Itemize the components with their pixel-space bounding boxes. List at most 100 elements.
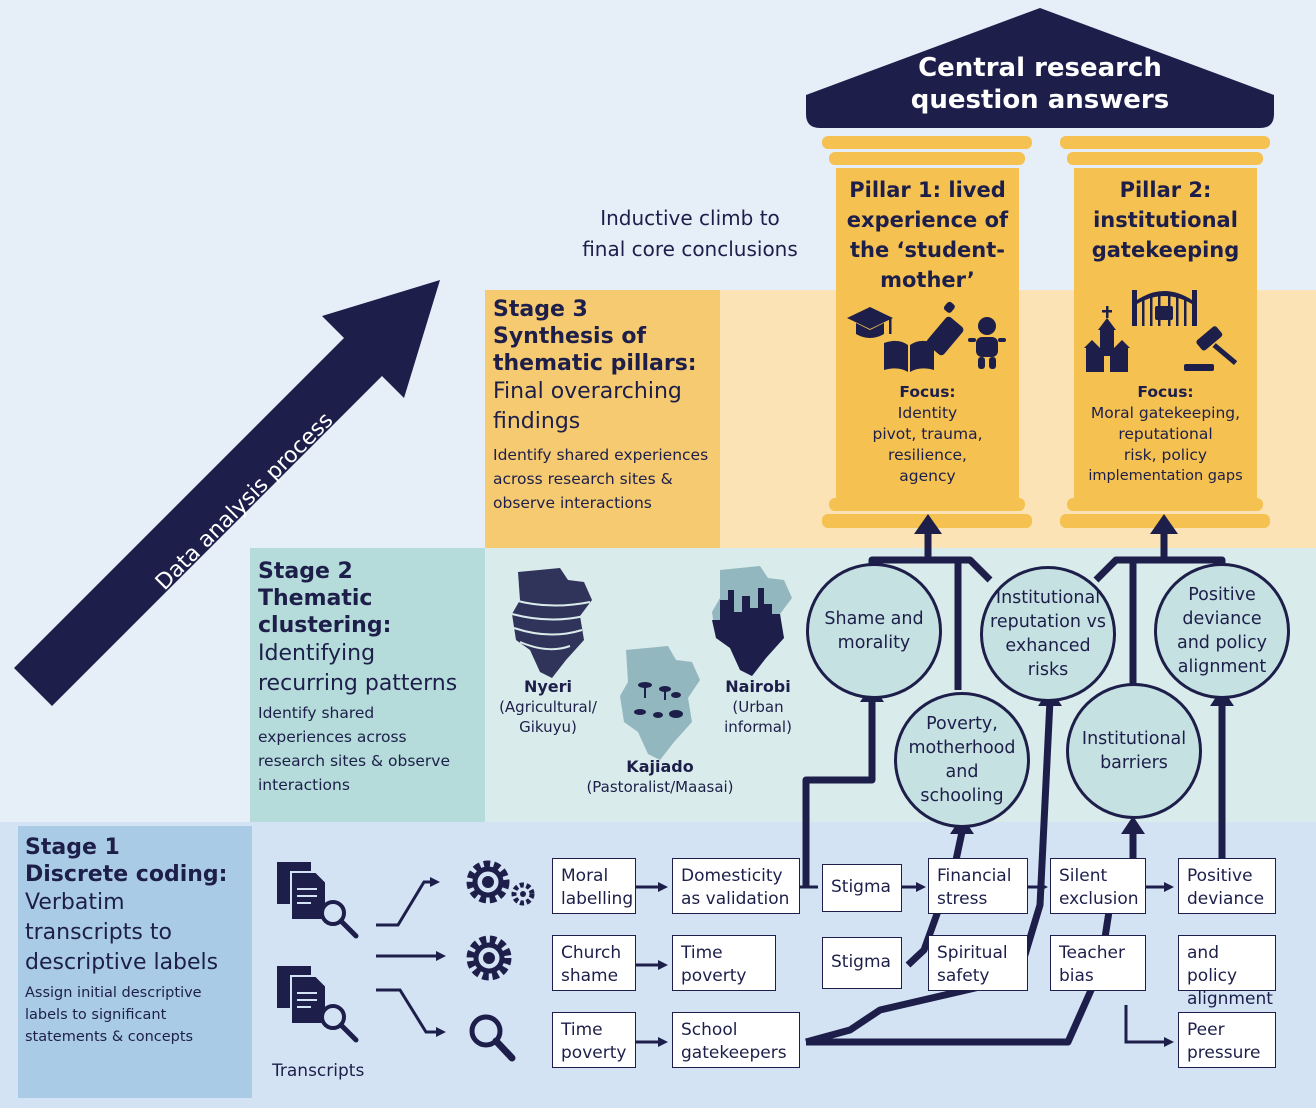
pillar1-title-line2: experience of <box>846 208 1009 232</box>
code-line: Peer <box>1187 1020 1225 1040</box>
stage2-desc-line3: research sites & observe <box>258 752 451 770</box>
region-nyeri-desc-line1: (Agricultural/ <box>499 698 597 716</box>
stage2-label: Stage 2 Thematic clustering: Identifying… <box>258 558 480 797</box>
process-arrow <box>14 280 440 706</box>
code-box: Time poverty <box>672 935 776 991</box>
code-line: as validation <box>681 889 790 909</box>
stage2-subtitle-line1: Identifying <box>258 641 376 666</box>
pillar2-title-line1: Pillar 2: <box>1119 178 1212 202</box>
kenya-map-icon <box>712 566 792 676</box>
climb-caption: Inductive climb to final core conclusion… <box>560 203 820 265</box>
code-box: Financial stress <box>928 858 1028 914</box>
gears-icon <box>466 860 535 906</box>
region-kajiado: Kajiado (Pastoralist/Maasai) <box>570 757 750 797</box>
code-line: Domesticity <box>681 866 783 886</box>
climb-caption-line1: Inductive climb to <box>600 206 780 230</box>
baby-bottle-icon <box>926 301 964 356</box>
code-line: School <box>681 1020 738 1040</box>
theme-shame-line1: Shame and <box>824 609 924 629</box>
code-box: and policy alignment <box>1178 935 1276 1009</box>
stage2-title-line2: clustering: <box>258 613 392 638</box>
theme-poverty-motherhood: Poverty, motherhood and schooling <box>894 692 1030 828</box>
region-nyeri-desc-line2: Gikuyu) <box>519 718 577 736</box>
code-line: Time <box>561 1020 603 1040</box>
code-line: stress <box>937 889 988 909</box>
code-line: Silent <box>1059 866 1108 886</box>
pillar2-focus: Focus: Moral gatekeeping, reputational r… <box>1064 382 1267 487</box>
stage2-label-band <box>250 548 485 822</box>
code-line: Church <box>561 943 622 963</box>
code-line: Positive <box>1187 866 1253 886</box>
code-box: Time poverty <box>552 1012 636 1068</box>
stage1-label-band <box>18 826 252 1098</box>
pillar1-title-line4: mother’ <box>880 268 975 292</box>
pillar1-focus: Focus: Identity pivot, trauma, resilienc… <box>836 382 1019 487</box>
pillar1-focus-line1: Identity <box>897 404 958 422</box>
code-line: alignment <box>1187 989 1273 1009</box>
stage1-label: Stage 1 Discrete coding: Verbatim transc… <box>25 834 249 1048</box>
region-nyeri-name: Nyeri <box>523 677 573 696</box>
pillar1-title-line3: the ‘student- <box>850 238 1005 262</box>
code-box: Domesticity as validation <box>672 858 800 914</box>
stage3-desc-line3: observe interactions <box>493 494 652 512</box>
stage1-desc-line1: Assign initial descriptive <box>25 985 202 1001</box>
pillar1-column <box>822 136 1032 528</box>
theme-poverty-line3: and <box>945 762 979 782</box>
stage3-number: Stage 3 <box>493 297 588 322</box>
graduation-cap-icon <box>847 307 893 338</box>
code-line: gatekeepers <box>681 1043 787 1063</box>
theme-reputation-line1: Institutional <box>995 588 1101 608</box>
code-line: safety <box>937 966 990 986</box>
region-nairobi-desc-line2: informal) <box>724 718 792 736</box>
stage2-desc-line1: Identify shared <box>258 704 375 722</box>
code-box: School gatekeepers <box>672 1012 800 1068</box>
theme-reputation-line4: risks <box>1027 660 1069 680</box>
pillar2-title-line3: gatekeeping <box>1091 238 1240 262</box>
stage1-title: Discrete coding: <box>25 862 228 887</box>
pillar2-focus-line3: risk, policy <box>1123 446 1208 464</box>
stage3-label: Stage 3 Synthesis of thematic pillars: F… <box>493 296 715 515</box>
stage1-subtitle-line3: descriptive labels <box>25 950 219 975</box>
code-box: Spiritual safety <box>928 935 1028 991</box>
stage2-number: Stage 2 <box>258 559 353 584</box>
pillar1-title: Pillar 1: lived experience of the ‘stude… <box>836 175 1019 295</box>
magnifier-icon <box>320 1004 359 1043</box>
pillar1-focus-line2: pivot, trauma, <box>872 425 983 443</box>
theme-reputation-line3: exhanced <box>1005 636 1091 656</box>
church-icon <box>1084 306 1130 372</box>
pillar2-focus-line4: implementation gaps <box>1088 468 1243 484</box>
theme-poverty-line4: schooling <box>920 786 1004 806</box>
code-box: Stigma <box>822 864 902 912</box>
book-icon <box>884 340 934 372</box>
stage3-subtitle-line1: Final overarching <box>493 379 682 404</box>
transcript-connectors <box>376 877 446 1037</box>
pillar1-focus-line3: resilience, <box>888 446 967 464</box>
baby-icon <box>968 317 1006 369</box>
stage1-description: Assign initial descriptive labels to sig… <box>25 982 249 1048</box>
theme-institutional-barriers: Institutional barriers <box>1066 683 1202 819</box>
theme-shame-and-morality: Shame and morality <box>806 563 942 699</box>
code-line: poverty <box>681 966 747 986</box>
code-line: Stigma <box>831 877 891 897</box>
code-line: exclusion <box>1059 889 1139 909</box>
stage2-subtitle-line2: recurring patterns <box>258 671 458 696</box>
code-line: Financial <box>937 866 1012 886</box>
document-icon <box>277 862 327 921</box>
kenya-map-icon <box>620 646 700 760</box>
pillar1-title-line1: Pillar 1: lived <box>849 178 1006 202</box>
region-nairobi-desc-line1: (Urban <box>732 698 784 716</box>
pillar2-focus-line2: reputational <box>1118 425 1213 443</box>
code-line: deviance <box>1187 889 1265 909</box>
code-line: Time <box>681 943 723 963</box>
code-box: Positive deviance <box>1178 858 1276 914</box>
stage3-title-line1: Synthesis of <box>493 324 647 349</box>
code-line: pressure <box>1187 1043 1261 1063</box>
theme-deviance-line4: alignment <box>1177 657 1267 677</box>
code-line: Moral <box>561 866 609 886</box>
region-nairobi: Nairobi (Urban informal) <box>708 677 808 737</box>
pillar2-focus-line1: Moral gatekeeping, <box>1090 404 1241 422</box>
code-line: Stigma <box>831 952 891 972</box>
theme-poverty-line2: motherhood <box>908 738 1016 758</box>
region-nairobi-name: Nairobi <box>725 677 791 696</box>
